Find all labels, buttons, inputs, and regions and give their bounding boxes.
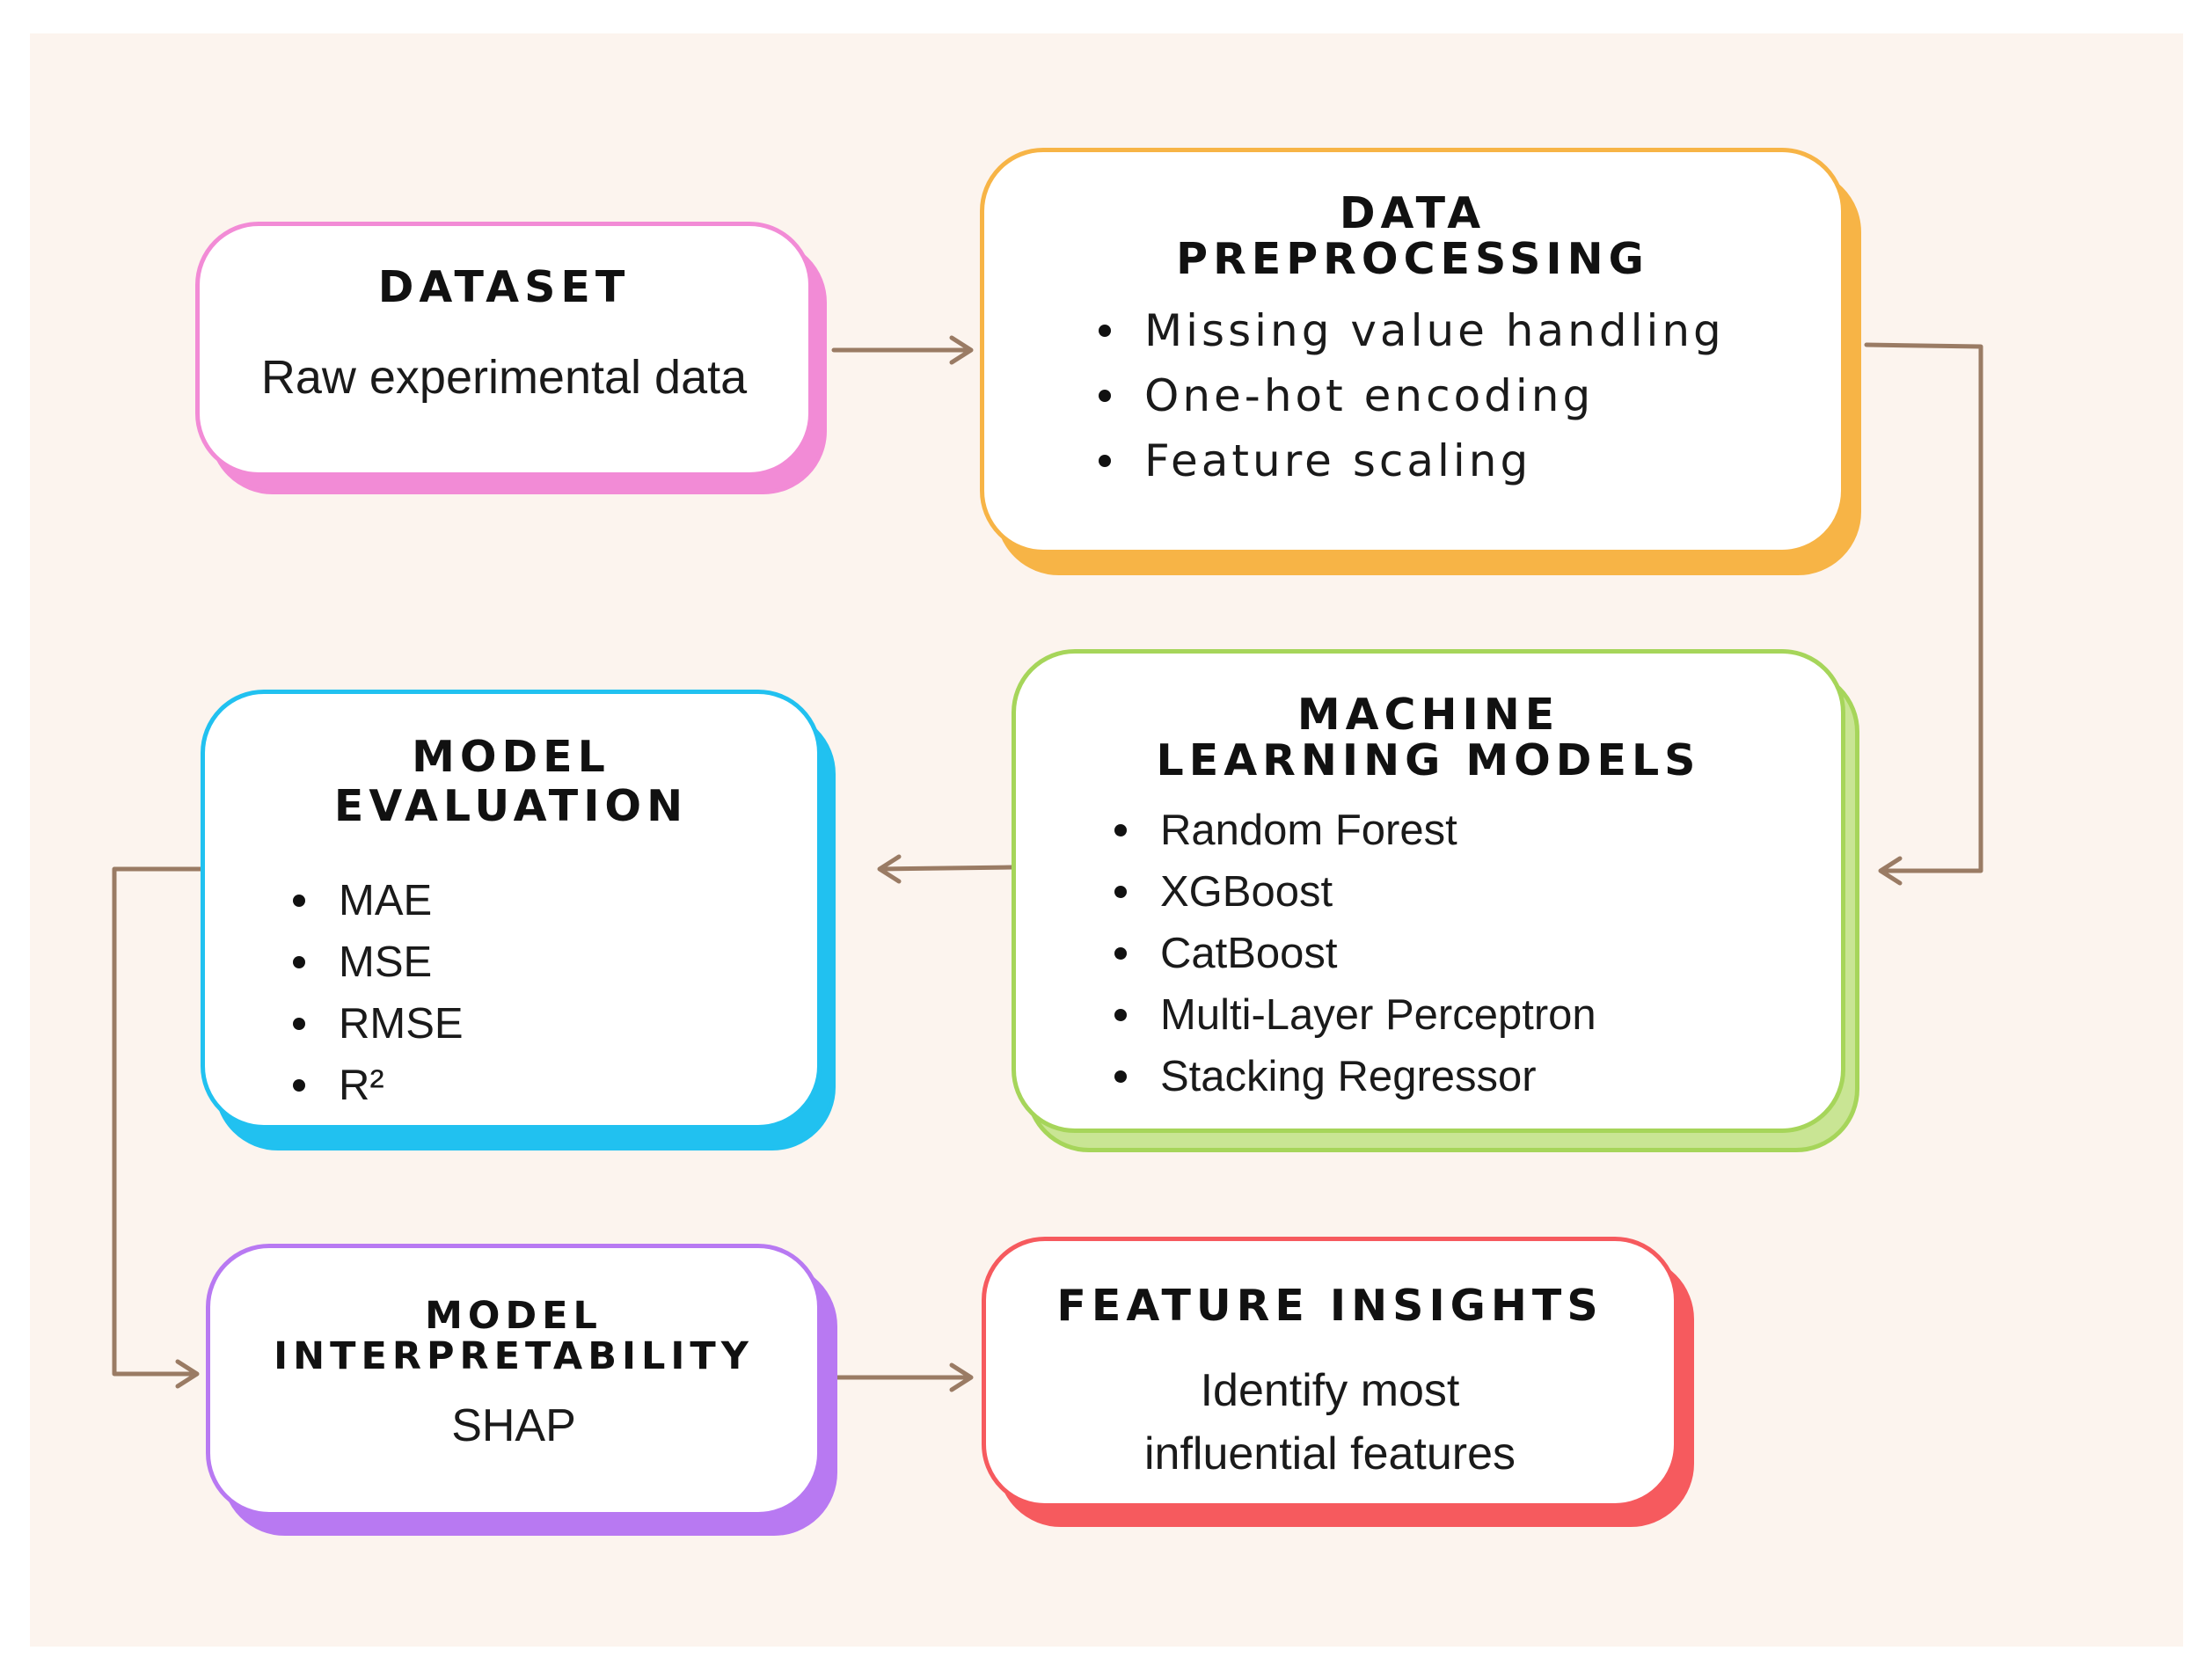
interpretability-title: MODEL INTERPRETABILITY <box>274 1294 754 1378</box>
ml-models-list: Random Forest XGBoost CatBoost Multi-Lay… <box>1114 800 1596 1107</box>
arrow-ml-models-to-evaluation <box>877 854 1014 884</box>
evaluation-list: MAE MSE RMSE R² <box>293 870 464 1116</box>
list-item: R² <box>293 1055 464 1116</box>
preprocessing-list: Missing value handling One-hot encoding … <box>1099 298 1725 493</box>
preprocessing-title: DATA PREPROCESSING <box>1176 188 1649 284</box>
ml-models-title: MACHINE LEARNING MODELS <box>1156 690 1701 785</box>
insights-text-line-2: influential features <box>1143 1428 1516 1479</box>
interpretability-box: MODEL INTERPRETABILITY SHAP <box>206 1244 822 1516</box>
preprocessing-box: DATA PREPROCESSING Missing value handlin… <box>980 148 1845 554</box>
dataset-description: Raw experimental data <box>260 351 748 404</box>
list-item: MSE <box>293 931 464 993</box>
insights-title: FEATURE INSIGHTS <box>1056 1281 1603 1331</box>
list-item: Missing value handling <box>1099 298 1725 363</box>
dataset-title: DATASET <box>377 262 631 312</box>
insights-box: FEATURE INSIGHTS Identify most influenti… <box>982 1237 1678 1508</box>
list-item: RMSE <box>293 993 464 1055</box>
arrow-preprocessing-to-ml-models <box>1864 342 1983 886</box>
list-item: Random Forest <box>1114 800 1596 861</box>
insights-text-line-1: Identify most <box>1200 1365 1460 1416</box>
list-item: MAE <box>293 870 464 931</box>
evaluation-box: MODEL EVALUATION MAE MSE RMSE R² <box>201 690 822 1129</box>
list-item: XGBoost <box>1114 861 1596 923</box>
list-item: One-hot encoding <box>1099 363 1725 428</box>
list-item: Multi-Layer Perceptron <box>1114 984 1596 1046</box>
list-item: Stacking Regressor <box>1114 1046 1596 1107</box>
list-item: Feature scaling <box>1099 428 1725 493</box>
list-item: CatBoost <box>1114 923 1596 984</box>
arrow-evaluation-to-interpretability <box>112 866 203 1389</box>
dataset-box: DATASET Raw experimental data <box>195 222 813 477</box>
interpretability-method: SHAP <box>451 1400 576 1451</box>
arrow-interpretability-to-insights <box>833 1362 974 1392</box>
arrow-dataset-to-preprocessing <box>831 335 974 365</box>
evaluation-title: MODEL EVALUATION <box>333 732 689 831</box>
ml-models-box: MACHINE LEARNING MODELS Random Forest XG… <box>1012 649 1845 1133</box>
